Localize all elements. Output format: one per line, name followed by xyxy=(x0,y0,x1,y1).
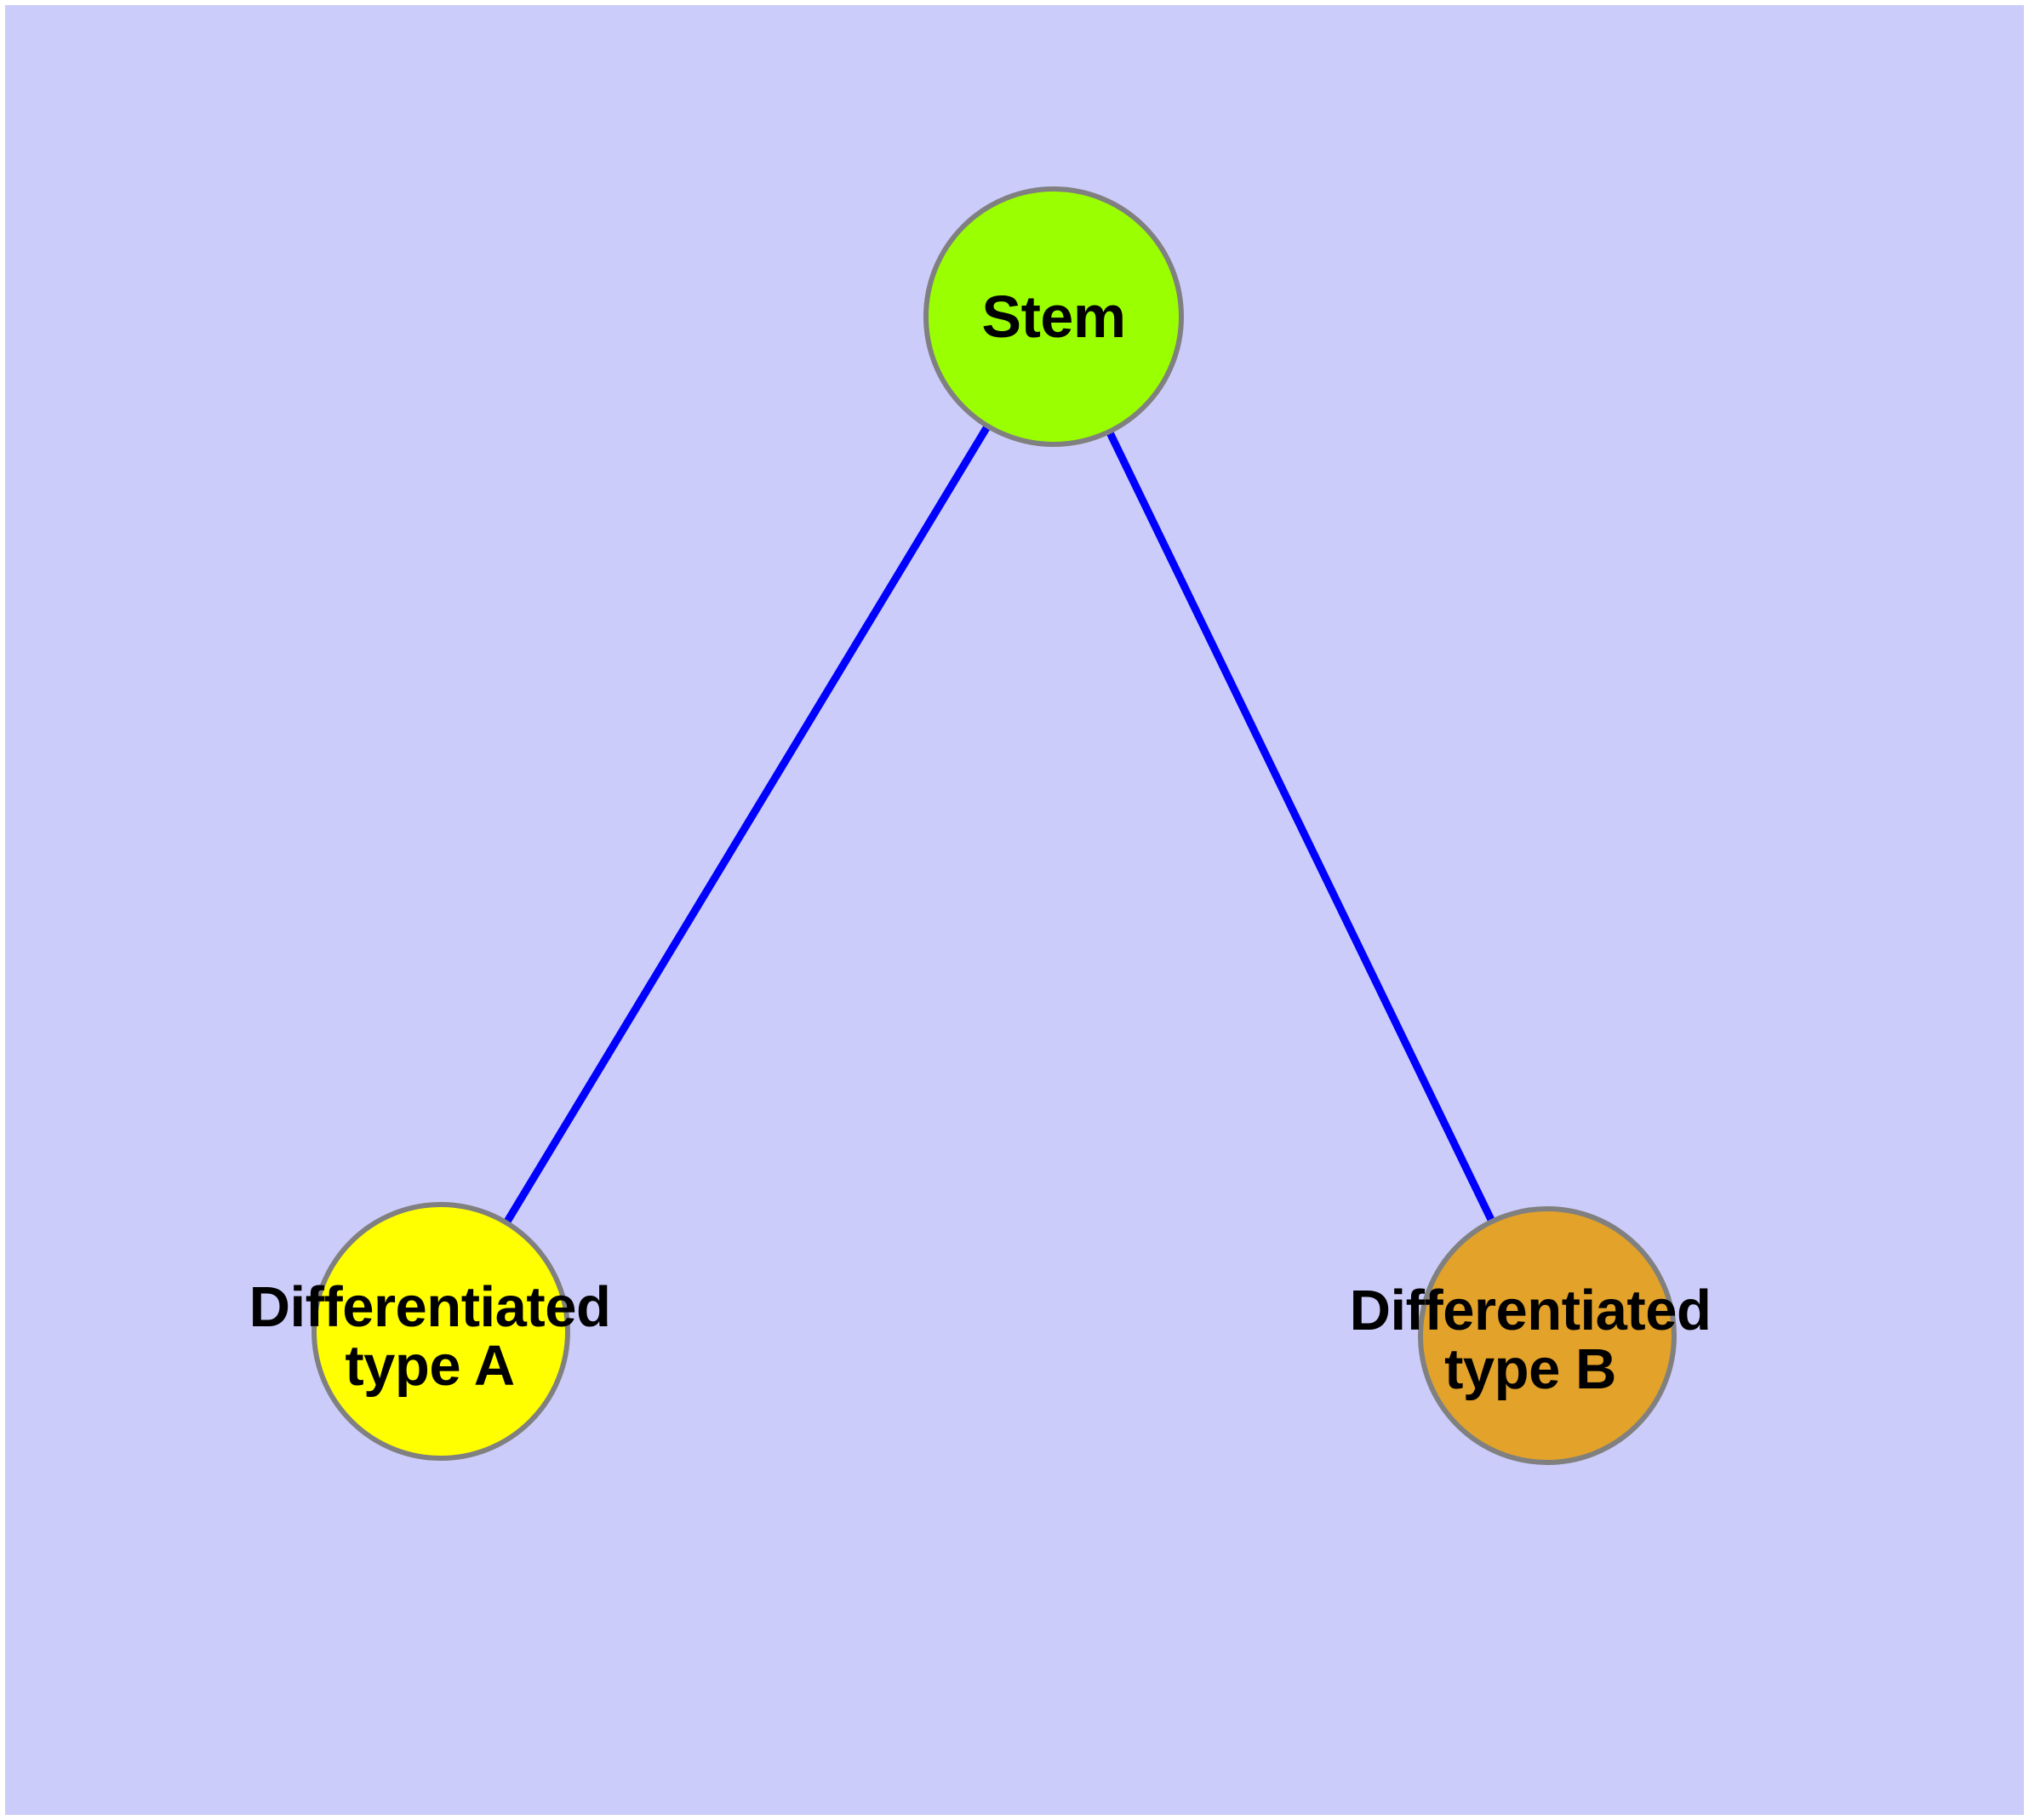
node-circle-stem[interactable] xyxy=(923,186,1184,447)
node-layer xyxy=(311,186,1677,1465)
edge-layer xyxy=(437,314,1552,1337)
node-circle-differentiated-type-b[interactable] xyxy=(1418,1206,1677,1465)
edge-stem-to-differentiated-type-a xyxy=(437,314,1057,1334)
node-circle-differentiated-type-a[interactable] xyxy=(311,1202,570,1461)
edge-stem-to-differentiated-type-b xyxy=(1049,315,1552,1337)
